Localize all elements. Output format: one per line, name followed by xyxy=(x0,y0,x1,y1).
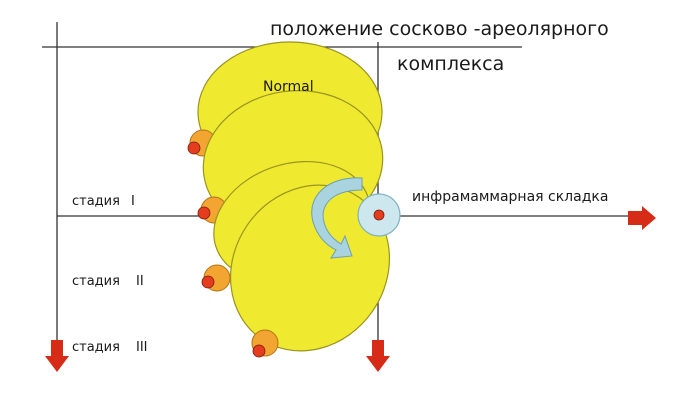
stage2-numeral: II xyxy=(136,274,144,289)
title-line-2: комплекса xyxy=(397,53,504,75)
stage3-word: стадия xyxy=(72,340,120,355)
inframammary-fold-dot xyxy=(373,209,385,221)
nipple-stage3 xyxy=(252,344,266,358)
nipple-stage2 xyxy=(201,275,215,289)
normal-label: Normal xyxy=(263,79,314,95)
right-down-arrow xyxy=(366,340,390,372)
curved-rotation-arrow xyxy=(311,177,363,259)
right-pointing-arrow xyxy=(628,206,656,230)
stage1-numeral: I xyxy=(131,194,135,209)
breast-stage3 xyxy=(229,184,391,358)
inframammary-fold-label: инфрамаммарная складка xyxy=(412,189,608,205)
nipple-stage1 xyxy=(197,206,211,220)
stage2-word: стадия xyxy=(72,274,120,289)
title-line-1: положение сосково -ареолярного xyxy=(270,18,609,40)
stage1-word: стадия xyxy=(72,194,120,209)
stage3-numeral: III xyxy=(136,340,148,355)
left-down-arrow xyxy=(45,340,69,372)
nipple-normal xyxy=(187,141,201,155)
